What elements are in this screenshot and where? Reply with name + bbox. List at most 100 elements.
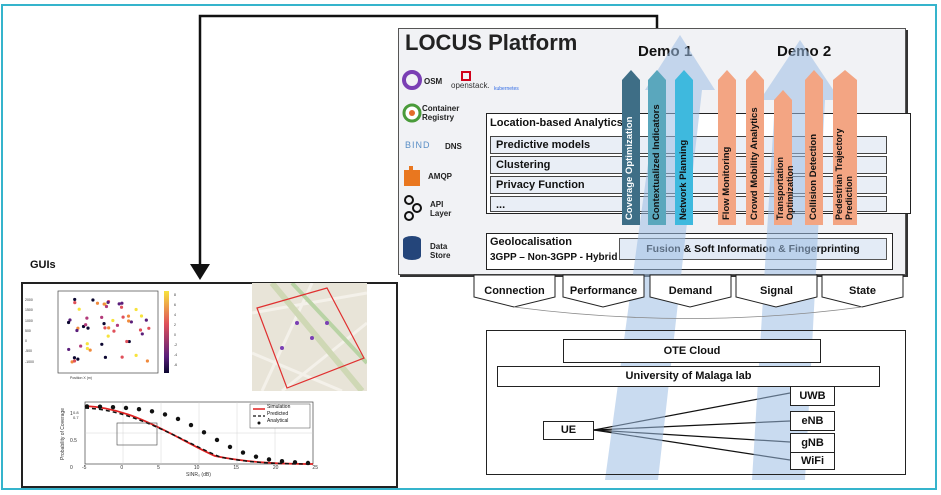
bind-label: BIND — [405, 140, 431, 150]
infrastructure-box — [486, 330, 906, 475]
analytical-point — [123, 405, 129, 411]
colorbar — [164, 291, 169, 373]
scatter-point — [103, 326, 107, 330]
layer-signal: Signal — [759, 285, 793, 297]
osm-label: OSM — [424, 77, 443, 86]
scatter-point — [75, 328, 79, 333]
scatter-point — [68, 318, 72, 322]
scatter-point — [79, 344, 83, 348]
scatter-point — [70, 360, 74, 364]
scatter-point — [134, 353, 138, 357]
scatter-point — [102, 322, 106, 326]
scatter-point — [127, 339, 131, 344]
openstack-label: openstack. — [451, 81, 490, 90]
outer-frame — [1, 4, 937, 490]
scatter-point — [144, 318, 148, 322]
access-enb: eNB — [790, 411, 835, 431]
analytical-point — [84, 404, 90, 409]
geo-title: Geolocalisation — [490, 236, 572, 248]
scatter-point — [117, 302, 121, 306]
scatter-point — [121, 315, 125, 319]
analytical-point — [266, 457, 272, 462]
scatter-point — [134, 307, 138, 312]
scatter-point — [112, 329, 116, 333]
amqp-icon — [404, 170, 420, 186]
ote-cloud: OTE Cloud — [563, 339, 821, 363]
analytical-point — [253, 454, 259, 459]
amqp-label: AMQP — [428, 172, 452, 181]
scatter-point — [126, 319, 131, 323]
analytical-point — [214, 437, 220, 443]
chart-ylabel: Probability of Coverage — [60, 408, 66, 460]
scatter-point — [91, 298, 95, 302]
analytical-point — [227, 444, 233, 450]
scatter-point — [77, 307, 81, 311]
scatter-point — [120, 355, 124, 359]
scatter-point — [76, 357, 80, 361]
analytical-point — [292, 460, 298, 465]
scatter-point — [145, 359, 150, 363]
chart-xlabel: SINR₀ (dB) — [186, 472, 211, 478]
scatter-point — [100, 342, 104, 346]
scatter-point — [84, 323, 88, 327]
analytical-point — [188, 422, 194, 428]
scatter-point — [103, 355, 108, 359]
scatter-point — [120, 301, 124, 305]
analytical-point — [136, 407, 142, 412]
ue-node: UE — [543, 421, 594, 440]
scatter-point — [81, 324, 86, 329]
tool-icons — [402, 70, 471, 260]
analytical-point — [175, 416, 181, 422]
access-wifi: WiFi — [790, 452, 835, 470]
coverage-chart — [84, 401, 314, 466]
access-uwb: UWB — [790, 386, 835, 406]
api-layer-icon — [404, 195, 414, 205]
openstack-icon — [461, 71, 471, 81]
scatter-point — [72, 356, 77, 360]
analytical-point — [97, 404, 103, 409]
analytical-point — [305, 460, 311, 466]
analytics-title: Location-based Analytics — [490, 117, 623, 129]
scatter-point — [107, 326, 111, 330]
scatter-point — [88, 348, 92, 352]
scatter-point — [85, 342, 89, 346]
analytical-point — [201, 430, 207, 435]
scatter-point — [139, 314, 144, 318]
gui-label: GUIs — [30, 259, 56, 271]
scatter-point — [125, 339, 129, 344]
scatter-point — [73, 297, 77, 302]
data-store-label: Data Store — [430, 242, 451, 260]
platform-title: LOCUS Platform — [405, 30, 578, 55]
scatter-point — [106, 334, 110, 338]
layer-performance: Performance — [569, 285, 638, 297]
scatter-point — [86, 326, 90, 330]
scatter-point — [72, 359, 77, 363]
layer-state: State — [849, 285, 876, 297]
analytical-point — [162, 412, 168, 417]
scatter-point — [115, 323, 120, 327]
layer-connection: Connection — [484, 285, 545, 297]
malaga-lab: University of Malaga lab — [497, 366, 880, 387]
geo-subtitle: 3GPP – Non-3GPP - Hybrid — [490, 252, 618, 263]
scatter-point — [119, 305, 124, 309]
scatter-point — [126, 314, 131, 318]
container-registry-label: Container Registry — [422, 104, 460, 122]
scatter-point — [67, 347, 71, 352]
scatter-point — [85, 316, 89, 320]
map-view[interactable] — [252, 283, 367, 391]
scatter-point — [129, 320, 133, 324]
scatter-point — [95, 301, 100, 305]
analytical-point — [149, 409, 155, 414]
scatter-point — [140, 332, 144, 336]
access-gnb: gNB — [790, 433, 835, 453]
scatter-point — [85, 346, 90, 351]
scatter-point — [104, 304, 109, 309]
scatter-point — [147, 326, 151, 330]
scatter-point — [138, 328, 143, 332]
